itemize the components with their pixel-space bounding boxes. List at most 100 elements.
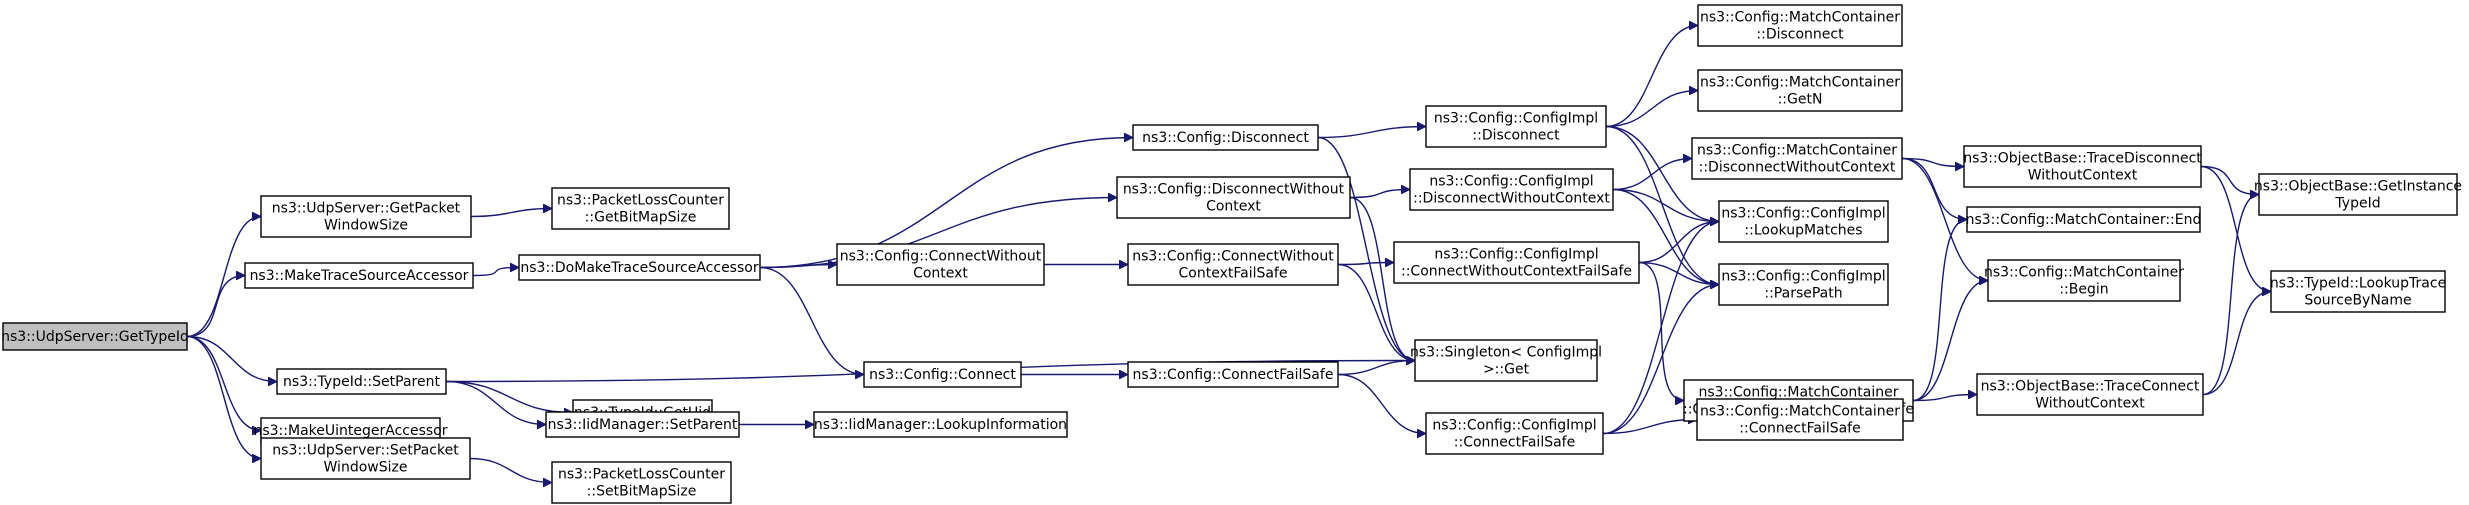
node-ns3-objectbase-traceconnectwithoutcontext[interactable]: ns3::ObjectBase::TraceConnectWithoutCont… <box>1976 373 2204 416</box>
node-box <box>551 461 732 504</box>
node-ns3-domaketracesourceaccessor[interactable]: ns3::DoMakeTraceSourceAccessor <box>518 254 761 281</box>
node-box <box>813 411 1068 438</box>
edge-n26-to-n11 <box>1337 361 1415 376</box>
node-ns3-config-configimpl-connectfailsafe[interactable]: ns3::Config::ConfigImpl::ConnectFailSafe <box>1425 412 1604 455</box>
node-ns3-config-connectwithoutcontextfailsafe[interactable]: ns3::Config::ConnectWithoutContextFailSa… <box>1127 243 1339 286</box>
node-ns3-objectbase-tracedisconnectwithoutcontext[interactable]: ns3::ObjectBase::TraceDisconnectWithoutC… <box>1963 145 2202 188</box>
node-label-line: ::ConnectWithoutContextFailSafe <box>1401 264 1632 280</box>
node-ns3-config-matchcontainer-disconnectwithoutcontext[interactable]: ns3::Config::MatchContainer::DisconnectW… <box>1691 137 1903 180</box>
node-box <box>863 361 1022 388</box>
edge-n6-to-n9 <box>1605 125 1719 222</box>
node-label-line: ::Disconnect <box>1472 128 1560 144</box>
node-ns3-config-matchcontainer-connectfailsafe[interactable]: ns3::Config::MatchContainer::ConnectFail… <box>1696 398 1904 441</box>
edge-n0-to-n1 <box>186 217 262 338</box>
node-ns3-udpserver-gettypeid[interactable]: ns3::UdpServer::GetTypeId <box>1 322 189 351</box>
edge-n13-to-n14 <box>1612 159 1692 191</box>
edge-n5-to-n6 <box>1317 127 1426 139</box>
node-box <box>1976 373 2204 416</box>
node-ns3-config-connect[interactable]: ns3::Config::Connect <box>863 361 1022 388</box>
node-ns3-config-configimpl-disconnectwithoutcontext[interactable]: ns3::Config::ConfigImpl::DisconnectWitho… <box>1409 168 1614 211</box>
node-label-line: >::Get <box>1483 362 1530 378</box>
edge-n13-to-n9 <box>1612 188 1719 222</box>
node-ns3-config-disconnect[interactable]: ns3::Config::Disconnect <box>1132 124 1319 151</box>
edge-n3-to-n4 <box>472 268 519 277</box>
node-label-line: ns3::ObjectBase::TraceConnect <box>1981 379 2200 395</box>
edge-n21-to-n11 <box>1337 263 1415 361</box>
nodes-layer: ns3::UdpServer::GetTypeIdns3::UdpServer:… <box>1 4 2462 504</box>
node-ns3-config-configimpl-disconnect[interactable]: ns3::Config::ConfigImpl::Disconnect <box>1425 105 1607 148</box>
node-ns3-config-matchcontainer-getn[interactable]: ns3::Config::MatchContainer::GetN <box>1697 69 1903 112</box>
node-ns3-iidmanager-setparent[interactable]: ns3::IidManager::SetParent <box>545 411 740 438</box>
edge-n26-to-n27 <box>1337 373 1426 434</box>
node-label-line: ns3::Config::ConnectWithout <box>1132 249 1334 265</box>
node-label-line: ::ParsePath <box>1764 286 1842 302</box>
edge-n1-to-n2 <box>470 209 552 218</box>
node-box <box>1691 137 1903 180</box>
edge-n22-to-n23 <box>1638 261 1685 401</box>
node-label-line: WithoutContext <box>2028 168 2138 184</box>
node-label-line: WithoutContext <box>2035 396 2145 412</box>
node-label-line: ns3::TypeId::LookupTrace <box>2270 276 2446 292</box>
edge-n23-to-n18 <box>1912 220 1968 402</box>
node-box <box>2 322 188 351</box>
node-ns3-config-matchcontainer-end[interactable]: ns3::Config::MatchContainer::End <box>1966 206 2202 233</box>
node-ns3-maketracesourceaccessor[interactable]: ns3::MakeTraceSourceAccessor <box>244 262 474 289</box>
node-label-line: ns3::Config::ConfigImpl <box>1721 269 1885 285</box>
node-box <box>551 187 730 230</box>
node-label-line: ns3::Config::ConfigImpl <box>1434 111 1598 127</box>
node-label-line: ns3::Config::ConfigImpl <box>1432 418 1596 434</box>
node-ns3-typeid-setparent[interactable]: ns3::TypeId::SetParent <box>276 368 447 395</box>
node-box <box>1696 398 1904 441</box>
edge-n6-to-n8 <box>1605 91 1698 128</box>
node-label-line: ns3::Singleton< ConfigImpl <box>1410 345 1602 361</box>
node-label-line: ns3::UdpServer::SetPacket <box>272 443 459 459</box>
edge-n4-to-n20 <box>759 265 837 268</box>
node-label-line: ns3::Config::MatchContainer <box>1700 404 1900 420</box>
node-ns3-config-configimpl-lookupmatches[interactable]: ns3::Config::ConfigImpl::LookupMatches <box>1718 200 1889 243</box>
node-label-line: ns3::Config::MatchContainer <box>1697 143 1897 159</box>
node-label-line: ns3::Config::MatchContainer::End <box>1966 212 2202 228</box>
node-box <box>1393 241 1640 284</box>
node-label-line: ::Begin <box>2059 282 2108 298</box>
node-ns3-config-configimpl-connectwithoutcontextfailsafe[interactable]: ns3::Config::ConfigImpl::ConnectWithoutC… <box>1393 241 1640 284</box>
node-label-line: ns3::Config::ConfigImpl <box>1434 247 1598 263</box>
node-ns3-config-matchcontainer-begin[interactable]: ns3::Config::MatchContainer::Begin <box>1984 259 2184 302</box>
edge-n29-to-n31 <box>445 380 546 425</box>
node-label-line: WindowSize <box>324 460 408 476</box>
edge-n4-to-n12 <box>759 198 1117 269</box>
node-ns3-iidmanager-lookupinformation[interactable]: ns3::IidManager::LookupInformation <box>813 411 1068 438</box>
edge-n15-to-n17 <box>2200 165 2272 292</box>
node-label-line: ns3::Config::Disconnect <box>1142 130 1309 146</box>
edge-n22-to-n10 <box>1638 261 1719 285</box>
node-ns3-config-connectfailsafe[interactable]: ns3::Config::ConnectFailSafe <box>1127 361 1339 388</box>
node-label-line: ns3::UdpServer::GetTypeId <box>1 329 189 345</box>
node-label-line: ns3::IidManager::SetParent <box>548 417 738 433</box>
node-label-line: ns3::Config::ConfigImpl <box>1721 206 1885 222</box>
node-label-line: ns3::MakeTraceSourceAccessor <box>250 268 469 284</box>
node-ns3-config-disconnectwithoutcontext[interactable]: ns3::Config::DisconnectWithoutContext <box>1116 176 1351 219</box>
edge-n24-to-n16 <box>2202 195 2260 396</box>
node-label-line: ns3::DoMakeTraceSourceAccessor <box>520 260 758 276</box>
edge-n4-to-n25 <box>759 266 864 375</box>
node-label-line: ns3::Config::ConnectWithout <box>840 249 1042 265</box>
node-label-line: WindowSize <box>324 218 408 234</box>
node-label-line: ns3::UdpServer::GetPacket <box>272 201 461 217</box>
edge-n5-to-n11 <box>1317 136 1416 361</box>
node-ns3-config-configimpl-parsepath[interactable]: ns3::Config::ConfigImpl::ParsePath <box>1718 263 1889 306</box>
node-label-line: ns3::PacketLossCounter <box>558 467 725 483</box>
node-box <box>1718 200 1889 243</box>
node-label-line: ::GetN <box>1778 92 1823 108</box>
node-ns3-config-connectwithoutcontext[interactable]: ns3::Config::ConnectWithoutContext <box>836 243 1045 286</box>
node-ns3-packetlosscounter-getbitmapsize[interactable]: ns3::PacketLossCounter::GetBitMapSize <box>551 187 730 230</box>
node-ns3-packetlosscounter-setbitmapsize[interactable]: ns3::PacketLossCounter::SetBitMapSize <box>551 461 732 504</box>
node-box <box>2270 270 2446 313</box>
node-ns3-singleton-configimpl-get[interactable]: ns3::Singleton< ConfigImpl>::Get <box>1410 339 1602 382</box>
edge-n12-to-n11 <box>1349 196 1416 361</box>
edge-n4-to-n5 <box>759 138 1133 269</box>
node-label-line: ns3::PacketLossCounter <box>557 193 724 209</box>
node-ns3-config-matchcontainer-disconnect[interactable]: ns3::Config::MatchContainer::Disconnect <box>1697 4 1903 47</box>
